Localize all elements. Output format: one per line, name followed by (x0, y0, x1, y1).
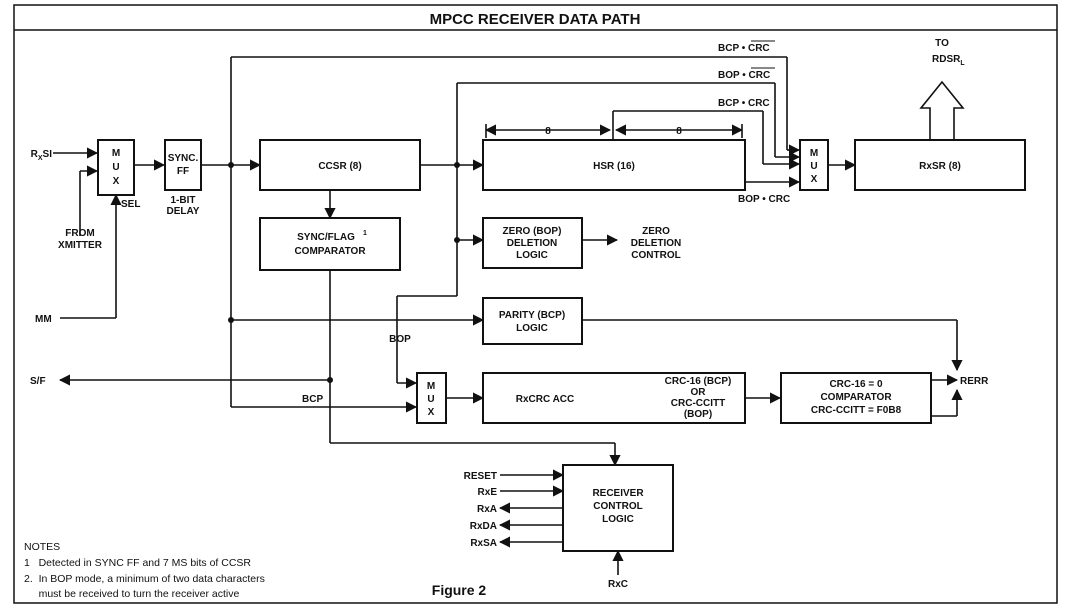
bop-label: BOP (389, 334, 411, 345)
one-bit-delay-label-2: DELAY (167, 206, 200, 217)
mm-label: MM (35, 314, 52, 325)
bcp-crc-label: BCP • CRC (718, 98, 770, 109)
junction-dot (228, 317, 234, 323)
rxcrc-acc-block (482, 372, 746, 424)
junction-dot (454, 162, 460, 168)
mux3-block (416, 372, 447, 424)
mux3-label-3: X (428, 407, 435, 418)
mux1-block (97, 139, 135, 196)
sync-flag-label-1: SYNC/FLAG (297, 232, 355, 243)
rxsr-label: RxSR (8) (919, 161, 961, 172)
hsr-bits-right: 8 (676, 126, 682, 137)
reset-label: RESET (464, 471, 497, 482)
bop-crc-label: BOP • CRC (738, 194, 790, 205)
zero-deletion-control-1: ZERO (642, 226, 670, 237)
mux2-label-1: M (810, 148, 818, 159)
to-rdsr-label-2: RDSRL (932, 54, 965, 67)
receiver-control-block (562, 464, 674, 552)
mux3-label-2: U (427, 394, 434, 405)
hsr-label: HSR (16) (593, 161, 635, 172)
zero-deletion-label-1: ZERO (BOP) (503, 226, 562, 237)
from-xmitter-label-1: FROM (65, 228, 94, 239)
rxa-label: RxA (477, 504, 497, 515)
mux1-label-3: X (113, 176, 120, 187)
sync-ff-label-2: FF (177, 166, 189, 177)
note-2-cont: must be received to turn the receiver ac… (24, 588, 240, 600)
rxc-label: RxC (608, 579, 628, 590)
zero-deletion-label-3: LOGIC (516, 250, 548, 261)
sync-ff-label-1: SYNC. (168, 153, 199, 164)
to-rdsr-label-1: TO (935, 38, 949, 49)
hsr-block (482, 139, 746, 191)
rerr-label: RERR (960, 376, 989, 387)
diagram-frame (13, 4, 1058, 604)
rxe-label: RxE (478, 487, 498, 498)
crc-comparator-label-1: CRC-16 = 0 (829, 379, 883, 390)
crc-comparator-label-2: COMPARATOR (820, 392, 892, 403)
receiver-control-label-1: RECEIVER (592, 488, 644, 499)
parity-logic-block (482, 297, 583, 345)
bcp-label: BCP (302, 394, 323, 405)
parity-label-2: LOGIC (516, 323, 548, 334)
sync-flag-sup: 1 (363, 230, 367, 237)
ccsr-block (259, 139, 421, 191)
bcp-not-crc-label: BCP • CRC (718, 43, 770, 54)
rxsi-label: RXSI (31, 149, 53, 162)
rxcrc-mode-1: CRC-16 (BCP) (665, 376, 732, 387)
hsr-bits-left: 8 (545, 126, 551, 137)
mux2-block (799, 139, 829, 191)
junction-dot (327, 377, 333, 383)
ccsr-label: CCSR (8) (318, 161, 361, 172)
zero-deletion-label-2: DELETION (507, 238, 558, 249)
receiver-control-label-3: LOGIC (602, 514, 634, 525)
sync-ff-block (164, 139, 202, 191)
diagram-title: MPCC RECEIVER DATA PATH (430, 11, 641, 28)
receiver-control-label-2: CONTROL (593, 501, 642, 512)
mux1-label-2: U (112, 162, 119, 173)
one-bit-delay-label-1: 1-BIT (171, 195, 196, 206)
mux3-label-1: M (427, 381, 435, 392)
rxcrc-acc-label: RxCRC ACC (516, 394, 575, 405)
rxsa-label: RxSA (470, 538, 497, 549)
rxcrc-mode-2: OR (691, 387, 707, 398)
crc-comparator-label-3: CRC-CCITT = F0B8 (811, 405, 902, 416)
note-1: 1 Detected in SYNC FF and 7 MS bits of C… (24, 557, 251, 569)
sel-label: SEL (121, 199, 140, 210)
rxsr-block (854, 139, 1026, 191)
sync-flag-comparator-block (259, 217, 401, 271)
figure-caption: Figure 2 (432, 582, 487, 598)
zero-deletion-block (482, 217, 583, 269)
mux2-label-3: X (811, 174, 818, 185)
to-rdsr-arrow (919, 80, 965, 141)
zero-deletion-control-3: CONTROL (631, 250, 680, 261)
junction-dot (228, 162, 234, 168)
crc-comparator-block (780, 372, 932, 424)
sync-flag-label-2: COMPARATOR (294, 246, 366, 257)
notes-heading: NOTES (24, 541, 60, 553)
sf-label: S/F (30, 376, 46, 387)
rxda-label: RxDA (470, 521, 497, 532)
rxcrc-mode-3: CRC-CCITT (671, 398, 725, 409)
mux1-label-1: M (112, 148, 120, 159)
parity-label-1: PARITY (BCP) (499, 310, 565, 321)
mux2-label-2: U (810, 161, 817, 172)
zero-deletion-control-2: DELETION (631, 238, 682, 249)
bop-not-crc-label: BOP • CRC (718, 70, 770, 81)
from-xmitter-label-2: XMITTER (58, 240, 103, 251)
note-2: 2. In BOP mode, a minimum of two data ch… (24, 573, 265, 585)
junction-dot (454, 237, 460, 243)
rxcrc-mode-4: (BOP) (684, 409, 712, 420)
